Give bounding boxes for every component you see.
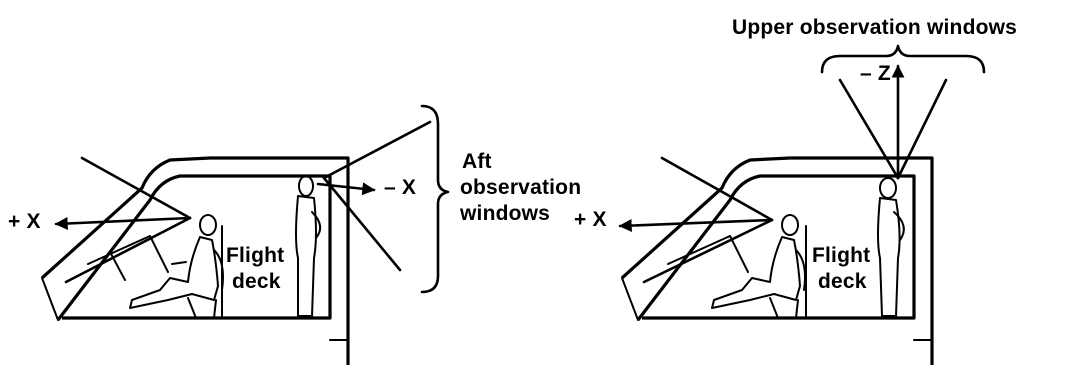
- right-view-line-1: [660, 156, 774, 222]
- aft-label-line3: windows: [460, 202, 551, 225]
- right-deck-label: deck: [818, 270, 867, 293]
- right-seated-crew-figure: [711, 214, 806, 319]
- right-standing-crew-figure: [877, 177, 905, 317]
- right-orbiter-diagram: [618, 44, 986, 365]
- left-aft-bracket: [420, 104, 450, 294]
- left-seated-crew-figure: [129, 214, 224, 319]
- aft-label-line2: observation: [460, 176, 582, 199]
- aft-label-line1: Aft: [462, 150, 492, 173]
- left-deck-label: deck: [232, 270, 281, 293]
- right-flight-label: Flight: [812, 244, 871, 267]
- right-nose-line: [621, 277, 639, 321]
- left-orbiter-diagram: [40, 104, 450, 365]
- right-view-line-2: [642, 218, 774, 284]
- left-hull-outer: [40, 156, 350, 365]
- left-view-line-2: [64, 216, 192, 284]
- right-hull-inner: [636, 174, 916, 321]
- left-nose-line: [41, 277, 59, 321]
- right-windshield: [667, 235, 749, 273]
- left-minus-x-arrow: [316, 182, 376, 196]
- left-minus-x-label: – X: [384, 176, 417, 199]
- left-flight-label: Flight: [226, 244, 285, 267]
- right-up-view-line-2: [896, 78, 948, 180]
- left-aft-view-line-1: [322, 120, 432, 180]
- left-view-line-1: [80, 156, 192, 220]
- right-plus-x-label: + X: [574, 208, 607, 231]
- left-standing-crew-figure: [295, 175, 322, 317]
- right-minus-z-label: – Z: [860, 62, 891, 85]
- left-hull-inner: [56, 174, 332, 321]
- upper-observation-label: Upper observation windows: [732, 16, 1018, 39]
- left-plus-x-label: + X: [8, 210, 41, 233]
- left-windshield: [87, 235, 169, 273]
- left-aft-view-line-2: [322, 176, 402, 272]
- right-plus-x-arrow: [618, 218, 774, 233]
- left-plus-x-arrow: [54, 216, 192, 230]
- right-hull-outer: [620, 156, 934, 365]
- right-up-view-line-1: [838, 78, 900, 180]
- right-upper-bracket: [820, 44, 986, 74]
